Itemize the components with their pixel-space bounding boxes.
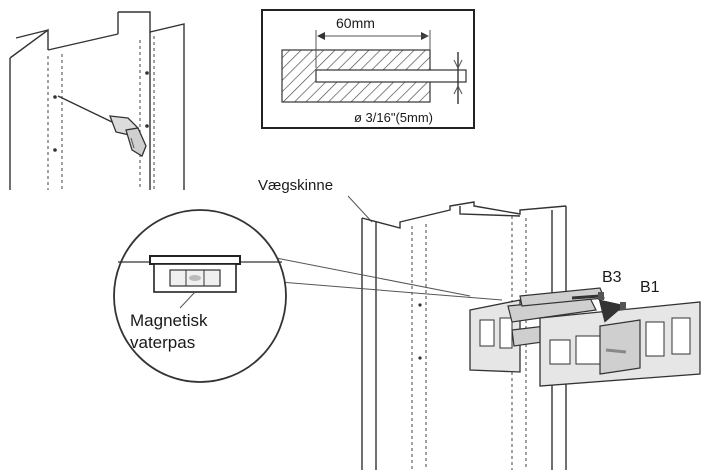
diameter-label: ø 3/16"(5mm) (354, 110, 433, 125)
tv-mount-bracket: B3 B1 (469, 269, 701, 387)
drill-icon (57, 95, 147, 157)
drilling-illustration (9, 11, 185, 190)
level-label-line1: Magnetisk (130, 311, 208, 330)
bolt-b1-icon (598, 299, 626, 323)
magnetic-level-callout: Magnetisk vaterpas (113, 209, 503, 383)
wall-rail-label: Vægskinne (258, 177, 333, 194)
bolt-b1-label: B1 (640, 279, 660, 296)
hole-depth-detail: 60mm ø 3/16"(5mm) (261, 9, 475, 129)
level-label-line2: vaterpas (130, 333, 195, 352)
bolt-b3-label: B3 (602, 269, 622, 286)
bolt-b3-icon (571, 292, 604, 300)
depth-label: 60mm (336, 15, 375, 31)
level-icon (149, 255, 241, 293)
